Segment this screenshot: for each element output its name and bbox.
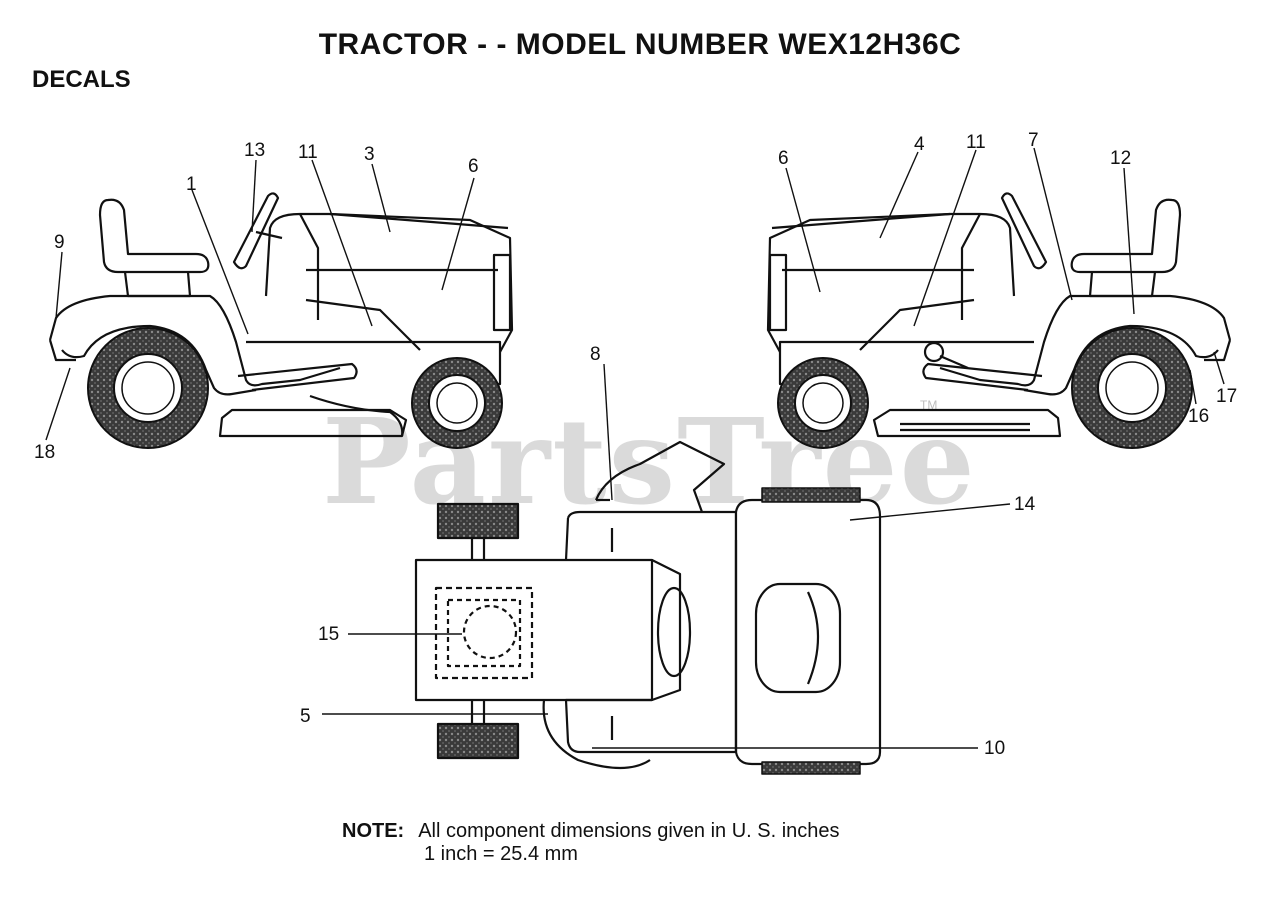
- callout-15: 15: [318, 624, 339, 645]
- callout-5: 5: [300, 706, 311, 727]
- watermark-trademark: TM: [920, 398, 938, 412]
- callout-leaders: [45, 147, 1225, 749]
- callout-1: 1: [186, 174, 197, 195]
- note-line-2: 1 inch = 25.4 mm: [424, 843, 578, 865]
- tire-right-rear: [1071, 327, 1193, 449]
- callout-10: 10: [984, 738, 1005, 759]
- callout-7: 7: [1028, 130, 1039, 151]
- note-label: NOTE:: [342, 820, 405, 842]
- callout-6: 6: [468, 156, 479, 177]
- tire-left-front: [411, 357, 503, 449]
- callout-13: 13: [244, 140, 265, 161]
- callout-9: 9: [54, 232, 65, 253]
- callout-11: 11: [966, 132, 986, 153]
- callout-18: 18: [34, 442, 55, 463]
- page-title: TRACTOR - - MODEL NUMBER WEX12H36C: [318, 28, 962, 61]
- callout-17: 17: [1216, 386, 1237, 407]
- callout-6: 6: [778, 148, 789, 169]
- callout-8: 8: [590, 344, 601, 365]
- callout-3: 3: [364, 144, 375, 165]
- callout-11: 11: [298, 142, 318, 163]
- callouts-top-view: 8 14 15 5 10: [300, 344, 1036, 759]
- callout-12: 12: [1110, 148, 1131, 169]
- tire-left-rear: [87, 327, 209, 449]
- callout-14: 14: [1014, 494, 1036, 515]
- tractor-top-view: [414, 440, 882, 775]
- tractor-left-view: [48, 192, 514, 438]
- callouts-right-view: 6 4 11 7 12 17 16: [778, 130, 1237, 427]
- tire-right-front: [777, 357, 869, 449]
- dimension-note: NOTE: All component dimensions given in U…: [342, 820, 840, 866]
- tractor-right-view: [766, 192, 1232, 438]
- callouts-left-view: 13 11 3 6 1 9 18: [34, 140, 479, 463]
- section-heading: DECALS: [32, 66, 131, 93]
- callout-4: 4: [914, 134, 925, 155]
- note-line-1: All component dimensions given in U. S. …: [418, 820, 840, 842]
- callout-16: 16: [1188, 406, 1209, 427]
